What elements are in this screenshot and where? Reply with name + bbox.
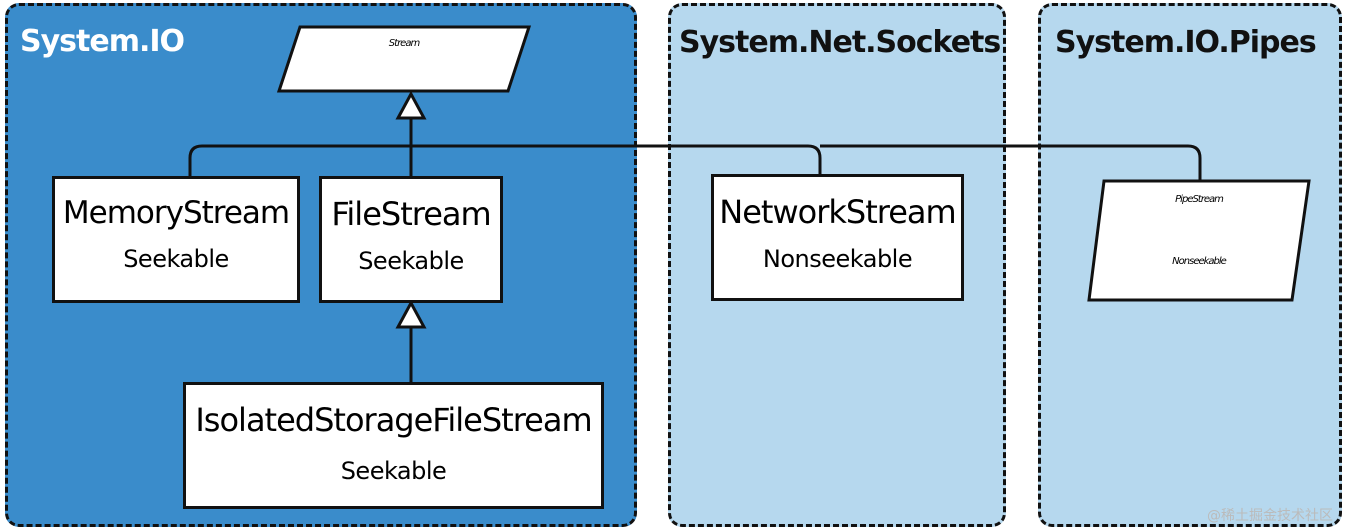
seekability-label: Seekable	[358, 247, 464, 275]
package-title: System.IO.Pipes	[1055, 25, 1317, 60]
class-name: PipeStream	[1175, 194, 1224, 205]
seekability-label: Nonseekable	[1172, 256, 1227, 267]
inheritance-arrowhead-filestream	[395, 299, 427, 329]
class-filestream: FileStream Seekable	[319, 176, 503, 303]
class-name: FileStream	[331, 195, 491, 233]
class-name: NetworkStream	[719, 193, 956, 231]
watermark: @稀土掘金技术社区	[1207, 508, 1333, 524]
class-name: MemoryStream	[62, 195, 290, 231]
inheritance-arrowhead-stream	[395, 90, 427, 120]
class-memorystream: MemoryStream Seekable	[52, 176, 300, 303]
seekability-label: Seekable	[340, 457, 447, 485]
class-networkstream: NetworkStream Nonseekable	[711, 174, 964, 301]
class-name: IsolatedStorageFileStream	[195, 401, 592, 439]
connector-memorystream	[188, 144, 411, 176]
seekability-label: Seekable	[123, 245, 229, 273]
class-isolatedstoragefilestream: IsolatedStorageFileStream Seekable	[183, 382, 604, 509]
connector-networkstream	[411, 144, 822, 174]
package-title: System.IO	[20, 24, 185, 59]
class-pipestream: PipeStream Nonseekable	[1086, 178, 1312, 303]
class-stream: Stream	[276, 24, 532, 94]
connector-pipestream	[820, 144, 1202, 180]
package-title: System.Net.Sockets	[679, 25, 1001, 60]
seekability-label: Nonseekable	[762, 245, 913, 273]
class-name: Stream	[388, 38, 420, 49]
